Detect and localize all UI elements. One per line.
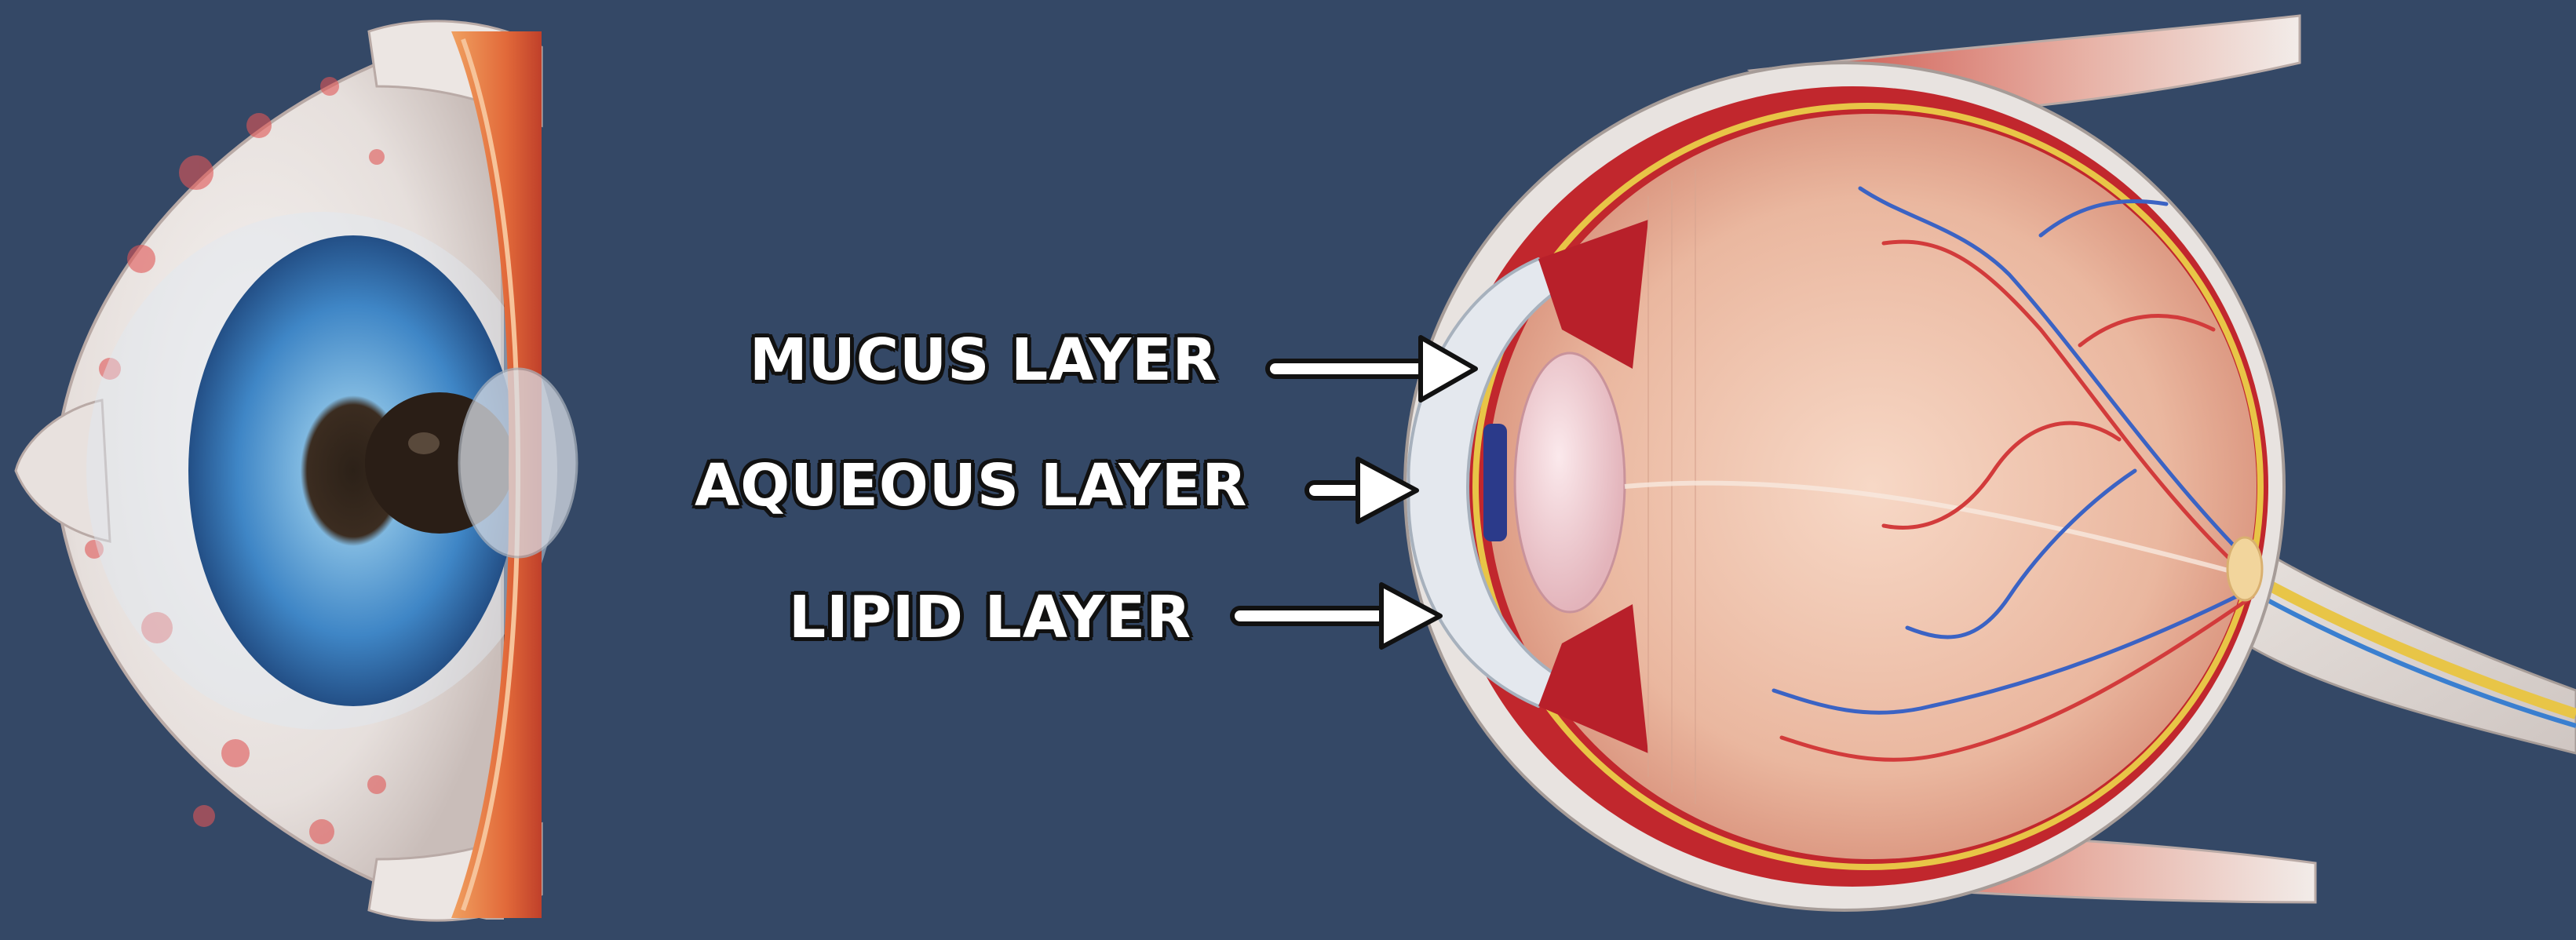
arrow-lipid — [1240, 585, 1440, 647]
mucus-layer-label: MUCUS LAYER — [750, 331, 1218, 389]
aqueous-layer-label: AQUEOUS LAYER — [695, 457, 1247, 515]
arrow-aqueous — [1315, 459, 1417, 522]
lipid-layer-label: LIPID LAYER — [789, 588, 1191, 647]
eyeball-cross-section-icon — [1405, 16, 2576, 910]
eyeball-front-cutaway-icon — [16, 21, 577, 920]
